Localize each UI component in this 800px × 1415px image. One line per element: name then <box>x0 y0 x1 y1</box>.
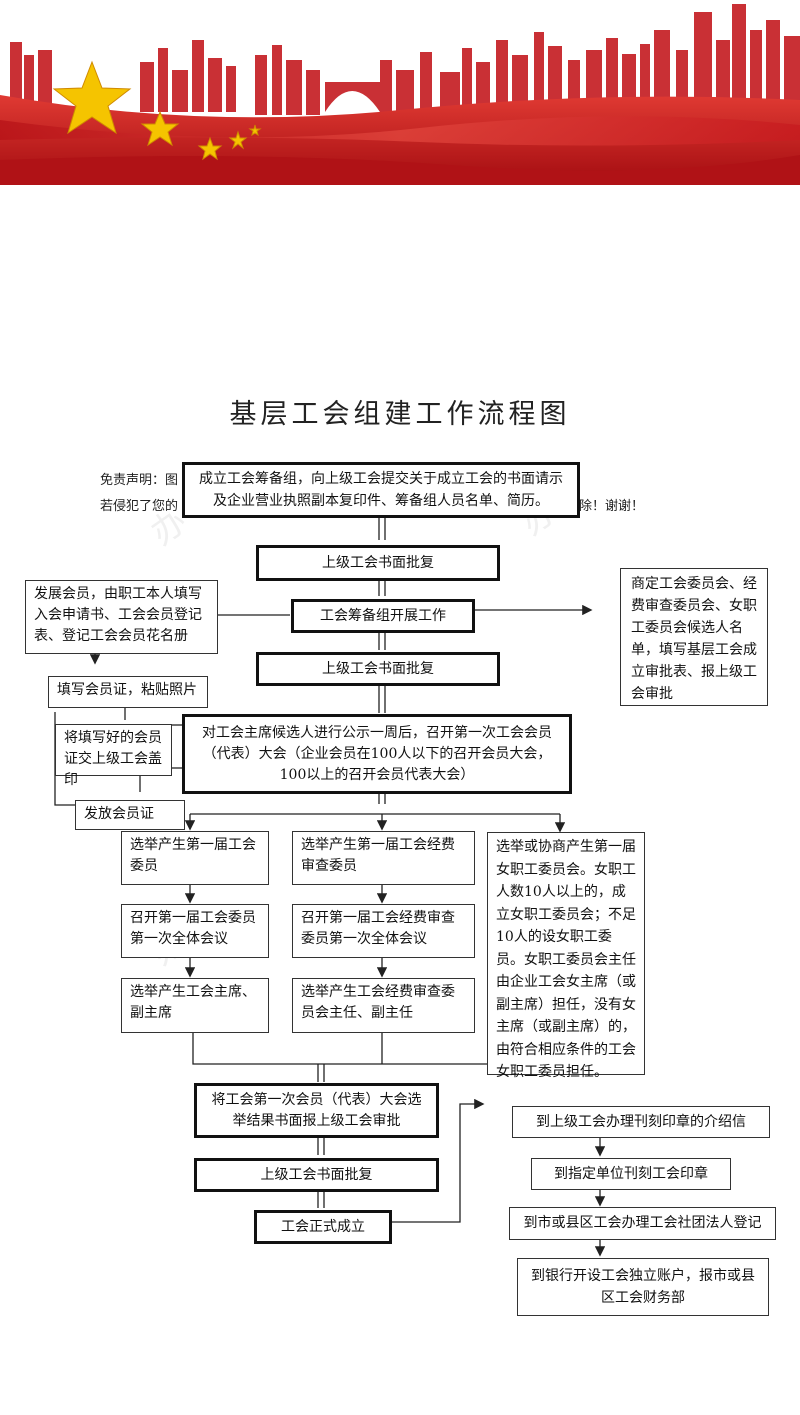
member-development-box: 发展会员，由职工本人填写入会申请书、工会会员登记表、登记工会会员花名册 <box>25 580 218 654</box>
audit-first-meeting-box: 召开第一届工会经费审查委员第一次全体会议 <box>292 904 475 958</box>
header-banner <box>0 4 800 185</box>
elect-chairman-box: 选举产生工会主席、副主席 <box>121 978 269 1033</box>
step-superior-approval-1: 上级工会书面批复 <box>256 545 500 581</box>
disclaimer-line2: 若侵犯了您的 <box>100 499 179 514</box>
union-established-box: 工会正式成立 <box>254 1210 392 1244</box>
legal-registration-box: 到市或县区工会办理工会社团法人登记 <box>509 1207 776 1240</box>
elect-audit-director-box: 选举产生工会经费审查委员会主任、副主任 <box>292 978 475 1033</box>
elect-audit-committee-box: 选举产生第一届工会经费审查委员 <box>292 831 475 885</box>
disclaimer-line2-end: 删除！谢谢！ <box>566 499 645 514</box>
step-first-congress: 对工会主席候选人进行公示一周后，召开第一次工会会员（代表）大会（企业会员在100… <box>182 714 572 794</box>
fill-member-card-box: 填写会员证，粘贴照片 <box>48 676 208 708</box>
city-skyline <box>10 4 800 115</box>
gold-stars-icon <box>52 60 262 161</box>
page-title: 基层工会组建工作流程图 <box>229 399 571 430</box>
step-superior-approval-2: 上级工会书面批复 <box>256 652 500 686</box>
issue-member-card-box: 发放会员证 <box>75 800 185 830</box>
disclaimer-line1: 免责声明：图 <box>100 473 179 488</box>
stamp-member-card-box: 将填写好的会员证交上级工会盖印 <box>55 724 172 788</box>
report-election-results-box: 将工会第一次会员（代表）大会选举结果书面报上级工会审批 <box>194 1083 439 1138</box>
step-submit-request: 成立工会筹备组，向上级工会提交关于成立工会的书面请示及企业营业执照副本复印件、筹… <box>182 462 580 518</box>
carve-seal-box: 到指定单位刊刻工会印章 <box>531 1158 731 1190</box>
open-bank-account-box: 到银行开设工会独立账户，报市或县区工会财务部 <box>517 1258 769 1316</box>
seal-introduction-letter-box: 到上级工会办理刊刻印章的介绍信 <box>512 1106 770 1138</box>
women-committee-box: 选举或协商产生第一届女职工委员会。女职工人数10人以上的，成立女职工委员会；不足… <box>487 832 645 1080</box>
candidate-list-box: 商定工会委员会、经费审查委员会、女职工委员会候选人名单，填写基层工会成立审批表、… <box>620 568 768 706</box>
committee-first-meeting-box: 召开第一届工会委员第一次全体会议 <box>121 904 269 958</box>
step-prep-group-work: 工会筹备组开展工作 <box>291 599 475 633</box>
superior-approval-3-box: 上级工会书面批复 <box>194 1158 439 1192</box>
elect-union-committee-box: 选举产生第一届工会委员 <box>121 831 269 885</box>
arch-shape <box>325 91 380 112</box>
